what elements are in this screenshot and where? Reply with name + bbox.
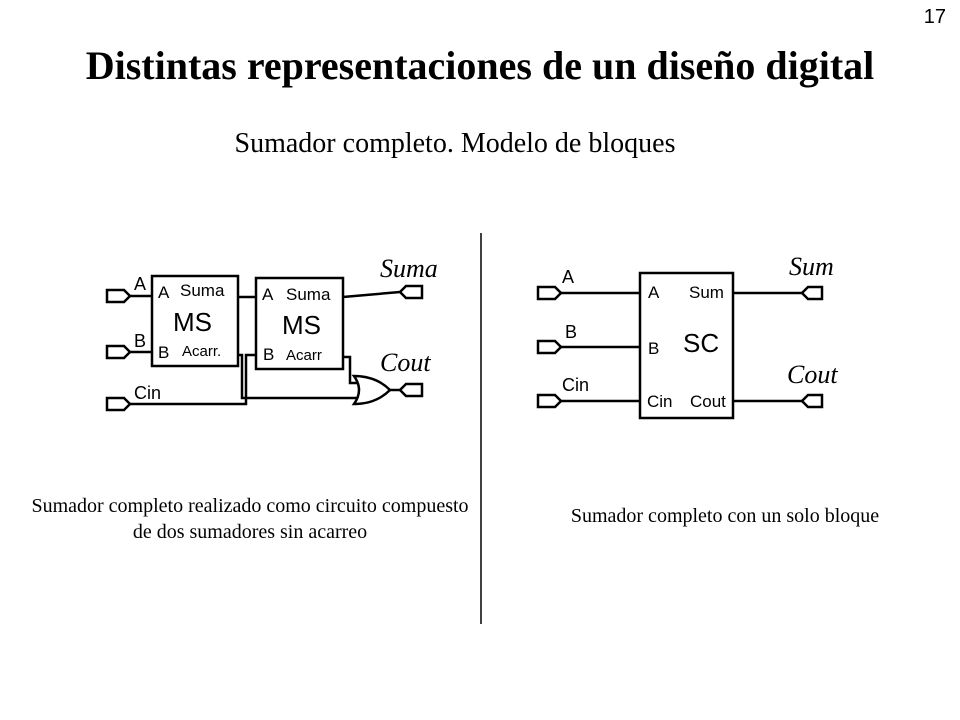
slide-subtitle: Sumador completo. Modelo de bloques: [234, 128, 676, 159]
label-input-b-right: B: [565, 322, 577, 342]
wire-suma-out: [342, 290, 401, 299]
connector-sum-right: [800, 285, 824, 301]
slide-title: Distintas representaciones de un diseño …: [85, 43, 875, 88]
right-diagram: [536, 271, 824, 420]
block1-pin-a: A: [158, 283, 170, 302]
block1-pin-sum: Suma: [180, 281, 225, 300]
wire-carry1-to-or: [238, 353, 362, 400]
connector-b-right: [536, 339, 563, 355]
connector-suma-left: [398, 284, 424, 300]
block2-pin-sum: Suma: [286, 285, 331, 304]
sc-pin-b: B: [648, 339, 659, 358]
left-diagram: [105, 274, 424, 412]
block2-pin-a: A: [262, 285, 274, 304]
ms-block-1: [150, 274, 240, 368]
page-number: 17: [923, 6, 946, 28]
sc-pin-sum: Sum: [689, 283, 724, 302]
label-input-cin-left: Cin: [134, 383, 161, 403]
ms-block-2: [254, 276, 345, 371]
label-input-cin-right: Cin: [562, 375, 589, 395]
sc-pin-cout: Cout: [690, 392, 726, 411]
caption-left: Sumador completo realizado como circuito…: [31, 495, 469, 543]
caption-right: Sumador completo con un solo bloque: [570, 505, 880, 527]
connector-a-left: [105, 288, 132, 304]
label-input-a-right: A: [562, 267, 574, 287]
connector-cout-left: [398, 382, 424, 398]
sc-pin-a: A: [648, 283, 660, 302]
connector-cin-right: [536, 393, 563, 409]
connector-cout-right: [800, 393, 824, 409]
block2-name: MS: [282, 310, 321, 340]
connector-b-left: [105, 344, 132, 360]
block1-pin-carry: Acarr.: [182, 343, 221, 360]
block1-pin-b: B: [158, 343, 169, 362]
sc-block: [638, 271, 735, 420]
label-output-sum-right: Sum: [789, 252, 834, 281]
or-gate: [351, 374, 392, 406]
connector-cin-left: [105, 396, 132, 412]
block1-name: MS: [173, 307, 212, 337]
label-output-suma-left: Suma: [380, 254, 438, 283]
sc-block-name: SC: [683, 328, 719, 358]
wire-carry2-to-or: [343, 355, 362, 385]
connector-a-right: [536, 285, 563, 301]
block2-pin-carry: Acarr: [286, 347, 322, 364]
left-labels: A B Cin Suma Cout A Suma MS B Acarr. A S…: [134, 254, 438, 403]
label-input-b-left: B: [134, 331, 146, 351]
label-input-a-left: A: [134, 274, 146, 294]
block2-pin-b: B: [263, 345, 274, 364]
label-output-cout-left: Cout: [380, 348, 431, 377]
right-labels: A B Cin Sum Cout A Sum SC B Cin Cout: [562, 252, 838, 411]
sc-pin-cin: Cin: [647, 392, 673, 411]
label-output-cout-right: Cout: [787, 360, 838, 389]
wire-cin-to-b2: [130, 353, 256, 406]
